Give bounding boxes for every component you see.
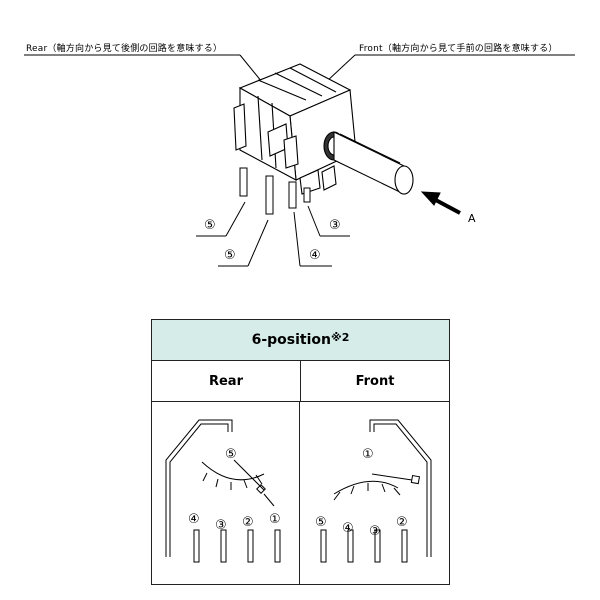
shaft [323,131,414,195]
view-arrow [420,191,461,215]
rear-pin-top: ⑤ [225,447,237,462]
rear-pin-3: ③ [215,518,227,533]
table-title-text: 6-position [251,332,332,348]
rear-pin-diagram: ⑤ ④ ③ ② ① [165,419,281,563]
rear-pin-4: ④ [188,512,200,527]
body-pin-label-left-lower: ⑤ [224,248,236,263]
table-note: ※2 [331,330,350,344]
rear-pin-1: ① [269,512,281,527]
front-caption: Front（軸方向から見て手前の回路を意味する） [359,44,558,54]
column-divider [299,402,300,585]
column-rear: Rear [208,373,243,389]
body-pin-label-left-upper: ⑤ [204,218,216,233]
front-pin-2: ② [396,515,408,530]
front-pin-4: ④ [342,521,354,536]
front-pin-diagram: ① ⑤ ④ ③ ② [315,419,432,563]
column-front: Front [300,361,449,401]
body-pin-label-right: ③ [329,218,341,233]
body-pin-label-center: ④ [309,248,321,263]
pin-layout-table: 6-position※2 Rear Front [151,319,450,585]
switch-body [233,63,357,195]
front-pin-5: ⑤ [315,515,327,530]
body-pins [239,167,311,215]
table-column-headers: Rear Front [152,361,449,402]
front-pin-top: ① [362,447,374,462]
rear-pin-2: ② [242,515,254,530]
front-pin-3: ③ [369,524,381,539]
view-marker-label: A [468,212,476,225]
table-title: 6-position※2 [152,320,449,361]
rear-caption: Rear（軸方向から見て後側の回路を意味する） [26,44,223,54]
